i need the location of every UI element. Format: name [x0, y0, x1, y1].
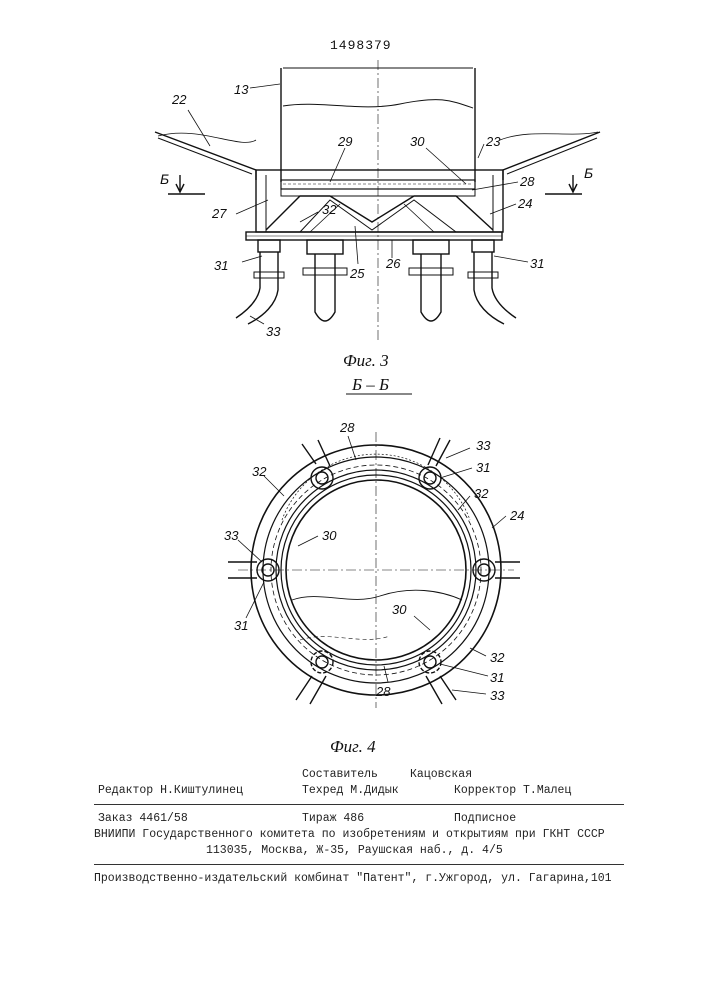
label-30-upper: 30	[322, 528, 337, 543]
circulation: Тираж 486	[302, 812, 364, 825]
address: 113035, Москва, Ж-35, Раушская наб., д. …	[206, 844, 503, 857]
compiler-label: Составитель	[302, 768, 378, 781]
label-33-top: 33	[476, 438, 491, 453]
figure-4-drawing: 28 33 31 32 32 24 30 33 31 30 32 31 33 2…	[0, 0, 707, 780]
label-32-left: 32	[252, 464, 267, 479]
nozzle-bottom-left	[296, 651, 333, 704]
label-31-top: 31	[476, 460, 490, 475]
label-33-lower: 33	[490, 688, 505, 703]
label-28-bottom: 28	[375, 684, 391, 699]
imprint-rule-2	[94, 864, 624, 865]
corrector: Корректор Т.Малец	[454, 784, 571, 797]
label-28-top: 28	[339, 420, 355, 435]
publisher: Производственно-издательский комбинат "П…	[94, 872, 612, 885]
compiler-name: Кацовская	[410, 768, 472, 781]
order: Заказ 4461/58	[98, 812, 188, 825]
label-33-left: 33	[224, 528, 239, 543]
label-24: 24	[509, 508, 524, 523]
org-line: ВНИИПИ Государственного комитета по изоб…	[94, 828, 605, 841]
subscription: Подписное	[454, 812, 516, 825]
label-31-left: 31	[234, 618, 248, 633]
editor: Редактор Н.Киштулинец	[98, 784, 243, 797]
label-30-lower: 30	[392, 602, 407, 617]
nozzle-bottom-right	[419, 651, 456, 704]
label-32-right: 32	[474, 486, 489, 501]
label-31-lower: 31	[490, 670, 504, 685]
techred: Техред М.Дидык	[302, 784, 399, 797]
imprint-rule-1	[94, 804, 624, 805]
figure-4-caption: Фиг. 4	[330, 737, 376, 756]
label-32-lower: 32	[490, 650, 505, 665]
